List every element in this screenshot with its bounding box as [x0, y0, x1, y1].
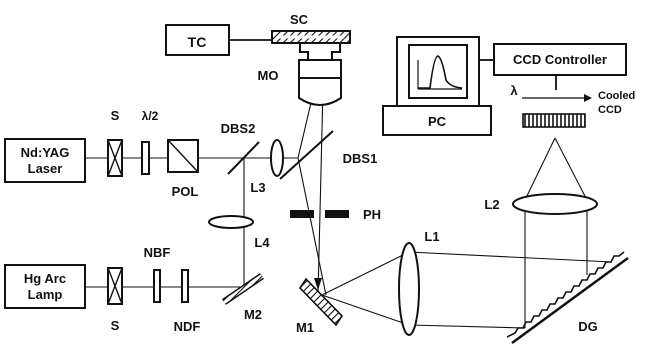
lamp-shutter	[107, 267, 123, 305]
sc-label: SC	[290, 12, 309, 27]
ccd-controller-box	[493, 43, 627, 76]
lamp-label-line1: Hg Arc	[24, 271, 66, 286]
mirror-m1	[298, 277, 344, 327]
lens-l3	[270, 139, 284, 177]
ccd-label: CCD	[598, 104, 622, 116]
pinhole-left	[290, 210, 314, 218]
narrow-band-filter	[153, 269, 161, 303]
m1-label: M1	[296, 320, 314, 335]
diffraction-grating	[506, 251, 629, 345]
lens-l2	[512, 193, 598, 215]
temperature-controller-box	[165, 24, 230, 56]
cooled-label: Cooled	[598, 90, 635, 102]
pc-label: PC	[428, 114, 447, 129]
cooled-ccd-array	[522, 113, 586, 128]
pc-computer	[382, 36, 492, 136]
half-wave-plate	[141, 141, 150, 175]
half-wave-label: λ/2	[142, 109, 159, 123]
tc-label: TC	[188, 34, 207, 50]
dbs2-label: DBS2	[221, 121, 256, 136]
m2-label: M2	[244, 307, 262, 322]
beam-paths	[85, 87, 613, 329]
dg-label: DG	[578, 319, 598, 334]
pol-label: POL	[172, 184, 199, 199]
shutter-top-label: S	[111, 108, 120, 123]
polarizer	[167, 139, 199, 173]
laser-shutter	[107, 139, 123, 177]
mo-label: MO	[258, 68, 279, 83]
l1-label: L1	[424, 229, 439, 244]
hg-arc-lamp-box	[4, 264, 86, 309]
dichroic-beam-splitter-1	[279, 130, 334, 180]
microscope-objective	[298, 42, 342, 106]
l3-label: L3	[250, 180, 265, 195]
nd-yag-laser-box	[4, 138, 86, 183]
laser-label-line1: Nd:YAG	[21, 145, 70, 160]
lens-l1	[398, 242, 420, 336]
ph-label: PH	[363, 207, 381, 222]
dbs1-label: DBS1	[343, 151, 378, 166]
neutral-density-filter	[181, 269, 189, 303]
nbf-label: NBF	[144, 245, 171, 260]
laser-label-line2: Laser	[28, 161, 63, 176]
ccd-controller-label: CCD Controller	[513, 52, 607, 67]
lamp-label-line2: Lamp	[28, 287, 63, 302]
shutter-bottom-label: S	[111, 318, 120, 333]
dichroic-beam-splitter-2	[227, 141, 260, 175]
ndf-label: NDF	[174, 319, 201, 334]
pinhole-right	[325, 210, 349, 218]
l4-label: L4	[254, 235, 270, 250]
lambda-label: λ	[510, 83, 518, 98]
lens-l4	[208, 215, 254, 229]
l2-label: L2	[484, 197, 499, 212]
